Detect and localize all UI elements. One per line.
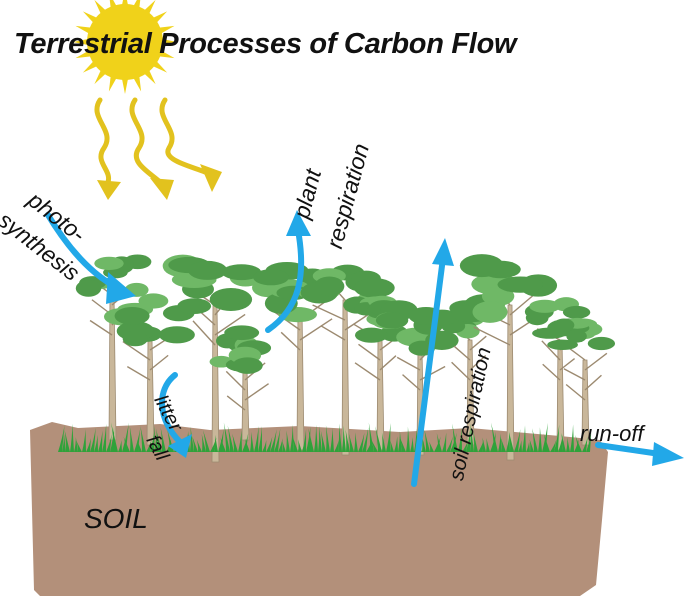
run-off-arrow xyxy=(595,442,663,457)
sunlight-arrowheads xyxy=(97,164,222,200)
forest xyxy=(75,254,616,463)
label-soil: SOIL xyxy=(84,503,148,534)
tree xyxy=(372,300,459,456)
tree xyxy=(103,293,195,446)
tree xyxy=(450,254,558,461)
litter-fall-arrow xyxy=(159,372,183,445)
plant-respiration-arrow xyxy=(265,227,305,333)
label-run-off: run-off xyxy=(580,421,644,446)
plant-respiration-arrowhead xyxy=(286,210,311,236)
run-off-arrowhead xyxy=(652,442,684,466)
tree xyxy=(209,325,272,441)
soil-respiration-arrowhead xyxy=(432,238,454,266)
sun-icon xyxy=(73,0,177,94)
diagram-title: Terrestrial Processes of Carbon Flow xyxy=(14,28,517,60)
soil-block xyxy=(30,422,608,596)
litter-fall-arrowhead xyxy=(168,434,192,458)
soil-respiration-arrow xyxy=(411,255,446,487)
photosynthesis-arrowhead xyxy=(106,272,136,304)
tree xyxy=(547,317,616,446)
sunlight-rays xyxy=(94,97,208,185)
grass xyxy=(58,422,592,452)
